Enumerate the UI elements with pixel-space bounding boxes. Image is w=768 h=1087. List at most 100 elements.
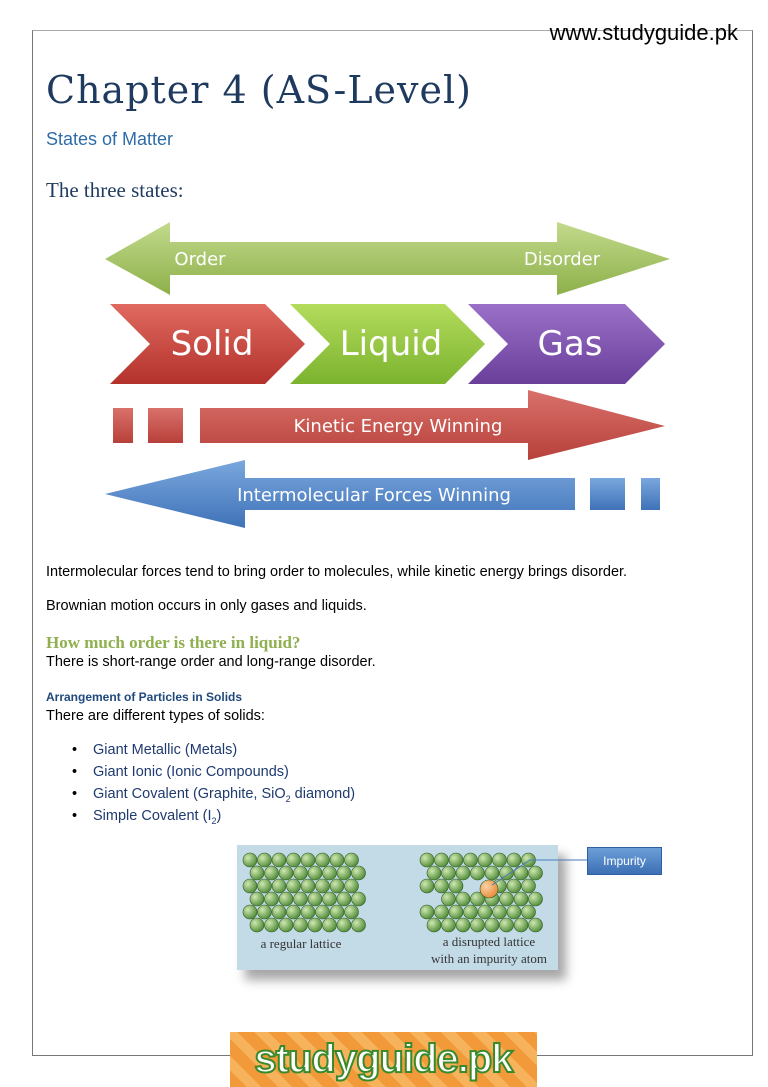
atom [278,865,294,881]
atom [521,904,536,920]
atom [470,917,485,933]
intermolecular-label: Intermolecular Forces Winning [237,485,511,506]
atom [286,878,301,894]
atom [477,904,493,920]
atom [278,917,294,933]
atom [513,891,529,907]
logo-text: studyguide.pk [253,1036,514,1082]
atom [484,917,500,933]
atom [344,904,359,920]
atom [293,865,308,881]
solid-chevron [110,304,305,384]
atom [344,852,359,868]
atom [329,852,345,868]
atom [434,852,449,868]
subtitle: States of Matter [46,129,174,149]
atom [351,891,366,907]
atom [528,865,543,881]
gas-label: Gas [538,324,603,364]
lattice-diagram: a regular lattice a disrupted lattice wi… [242,852,547,966]
atom [499,891,514,907]
site-url[interactable]: www.studyguide.pk [549,20,738,45]
atom [448,852,464,868]
order-label: Order [174,249,226,270]
atom [463,852,478,868]
atom [293,917,308,933]
atom [242,852,258,868]
atom [351,917,366,933]
atom [257,878,272,894]
kinetic-block [148,408,183,443]
atom [463,904,478,920]
atom [249,917,265,933]
atom [455,891,471,907]
atom [434,878,449,894]
atom [315,878,330,894]
kinetic-label: Kinetic Energy Winning [294,416,503,437]
atom [271,878,287,894]
list-item: Giant Ionic (Ionic Compounds) [72,764,355,786]
atom [271,852,287,868]
callout-line [491,859,587,886]
atom [499,917,514,933]
atom [278,891,294,907]
atom [441,891,456,907]
list-item: Simple Covalent (I2) [72,808,355,830]
atom [300,852,316,868]
atom [257,904,272,920]
atom [506,878,522,894]
liquid-chevron [290,304,485,384]
atom [426,917,442,933]
kinetic-block [113,408,133,443]
atom [455,917,471,933]
states-diagram: Order Disorder Solid Liquid Gas Kinetic … [105,222,670,528]
kinetic-energy-arrow [200,390,665,460]
atom [477,852,493,868]
atom [528,917,543,933]
atom [307,891,323,907]
atom [249,891,265,907]
intermolecular-block [641,478,660,510]
atom [506,852,522,868]
atom [322,865,337,881]
atom [307,917,323,933]
list-item: Giant Covalent (Graphite, SiO2 diamond) [72,786,355,808]
atom [521,878,536,894]
order-disorder-arrow [105,222,670,295]
atom [470,891,485,907]
atom [249,865,265,881]
atom [492,852,507,868]
gas-chevron [468,304,665,384]
atom [242,904,258,920]
atom [455,865,471,881]
left-caption: a regular lattice [261,936,342,951]
atom [419,852,435,868]
atom [264,917,279,933]
atom [499,865,514,881]
page-title: Chapter 4 (AS-Level) [46,68,472,112]
atom [426,865,442,881]
atom [513,917,529,933]
atom [264,865,279,881]
atom [300,878,316,894]
studyguide-logo[interactable]: studyguide.pk [230,1032,537,1087]
atom [322,917,337,933]
lattice-figure: a regular lattice a disrupted lattice wi… [237,845,558,970]
atom [293,891,308,907]
atom [419,904,435,920]
atom [307,865,323,881]
atom [448,904,464,920]
right-caption: with an impurity atom [431,951,547,966]
atom [315,904,330,920]
paragraph: Brownian motion occurs in only gases and… [46,598,367,614]
atom [315,852,330,868]
atom [264,891,279,907]
atom [528,891,543,907]
paragraph: There are different types of solids: [46,708,265,724]
section-heading: The three states: [46,178,184,202]
atom [336,891,352,907]
atom [322,891,337,907]
atom [492,904,507,920]
atom [300,904,316,920]
